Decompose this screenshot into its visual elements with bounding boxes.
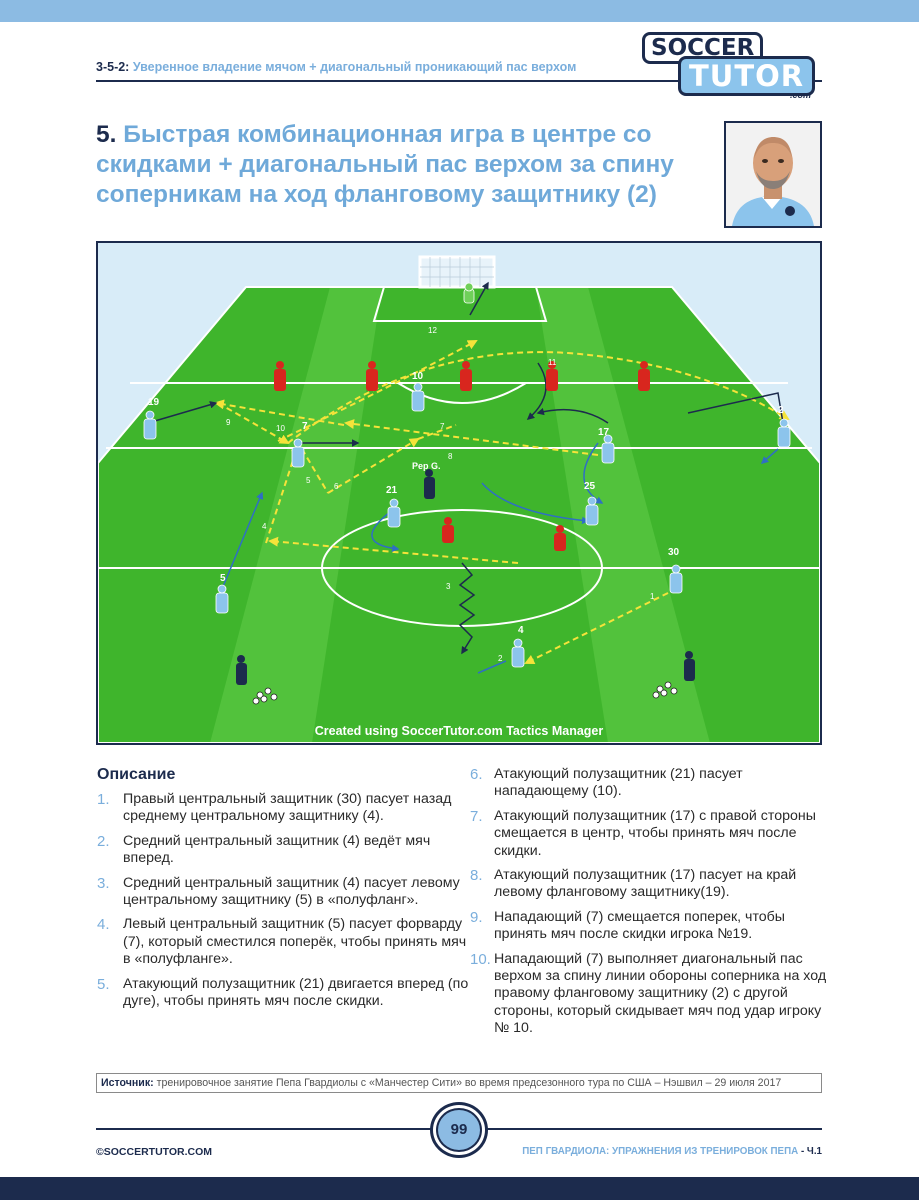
pass-label-4: 4: [262, 522, 267, 531]
opponent-players: [274, 361, 650, 551]
player-label-5: 5: [220, 573, 226, 584]
bottom-color-band: [0, 1177, 919, 1200]
coaches: [236, 469, 695, 685]
pitch-surface: [98, 287, 820, 743]
step-number: 8.: [470, 867, 483, 885]
coach-photo: [724, 121, 822, 228]
player-label-10: 10: [412, 371, 424, 382]
player-label-4: 4: [518, 625, 524, 636]
pass-label-12: 12: [428, 326, 437, 335]
step-text: Атакующий полузащитник (17) пасует на кр…: [494, 867, 797, 901]
step-number: 6.: [470, 766, 483, 783]
soccertutor-logo: SOCCER TUTOR .com: [640, 30, 825, 100]
pass-label-9: 9: [226, 418, 231, 427]
step-item: 1. Правый центральный защитник (30) пасуе…: [97, 791, 472, 826]
source-box: Источник: тренировочное занятие Пепа Гва…: [96, 1073, 822, 1093]
exercise-number: 5.: [96, 121, 117, 148]
header-divider: [96, 80, 822, 82]
source-label: Источник:: [101, 1077, 154, 1089]
step-text: Средний центральный защитник (4) пасует …: [123, 874, 460, 909]
logo-suffix: .com: [790, 90, 812, 100]
section-code: 3-5-2:: [96, 60, 130, 74]
source-text: тренировочное занятие Пепа Гвардиолы с «…: [156, 1077, 782, 1089]
home-players: [143, 282, 791, 668]
dribble-path: [458, 562, 476, 655]
pass-label-11: 11: [548, 358, 557, 367]
logo-word-tutor: TUTOR: [678, 56, 816, 96]
player-label-30: 30: [668, 547, 680, 558]
player-label-25: 25: [584, 481, 596, 492]
step-item: 4. Левый центральный защитник (5) пасует …: [97, 916, 472, 968]
tactics-diagram: 19 7 10 17 2 21 25 30 5 4 1 2 3 4 5 6 7 …: [96, 241, 822, 745]
pass-label-1: 1: [650, 592, 655, 601]
section-subtitle: Уверенное владение мячом + диагональный …: [132, 60, 577, 74]
step-item: 6. Атакующий полузащитник (21) пасует нап…: [470, 766, 830, 801]
step-text: Атакующий полузащитник (21) двигается вп…: [123, 975, 469, 1010]
footer-copyright: ©SOCCERTUTOR.COM: [96, 1146, 213, 1158]
player-label-21: 21: [386, 485, 398, 496]
pass-label-5: 5: [306, 476, 311, 485]
player-label-7: 7: [302, 421, 308, 432]
step-text: Атакующий полузащитник (21) пасует напад…: [494, 766, 743, 800]
footer-book-title: ПЕП ГВАРДИОЛА: УПРАЖНЕНИЯ ИЗ ТРЕНИРОВОК …: [522, 1146, 822, 1157]
page-title: 5. Быстрая комбинационная игра в центре …: [96, 120, 716, 210]
section-header: 3-5-2: Уверенное владение мячом + диагон…: [96, 60, 576, 74]
pass-label-2: 2: [498, 654, 503, 663]
step-text: Нападающий (7) смещается поперек, чтобы …: [494, 908, 786, 943]
half-space-left: [210, 287, 382, 743]
pass-label-10: 10: [276, 424, 285, 433]
player-label-19: 19: [148, 397, 160, 408]
coach-portrait-image: [726, 123, 820, 226]
step-item: 5. Атакующий полузащитник (21) двигается …: [97, 976, 472, 1011]
steps-list-left: 1. Правый центральный защитник (30) пасуе…: [97, 791, 472, 1017]
steps-list-right: 6. Атакующий полузащитник (21) пасует нап…: [470, 766, 830, 1045]
pass-number-labels: 1 2 3 4 5 6 7 8 9 10 11 12: [226, 326, 655, 663]
step-number: 7.: [470, 807, 483, 825]
goal: [418, 255, 496, 289]
player-label-2: 2: [778, 405, 784, 416]
step-number: 3.: [97, 874, 110, 892]
page-number: 99: [436, 1108, 482, 1152]
footer-chapter: - Ч.1: [800, 1146, 822, 1157]
half-space-right: [536, 287, 710, 743]
step-number: 2.: [97, 832, 110, 850]
coach-label: Pep G.: [412, 461, 441, 471]
step-item: 3. Средний центральный защитник (4) пасуе…: [97, 875, 472, 910]
pass-label-3: 3: [446, 582, 451, 591]
page-number-badge: 99: [430, 1102, 488, 1158]
step-text: Левый центральный защитник (5) пасует фо…: [123, 916, 467, 968]
step-text: Атакующий полузащитник (17) с правой сто…: [494, 807, 816, 859]
step-text: Правый центральный защитник (30) пасует …: [123, 791, 452, 825]
footer-book-name: ПЕП ГВАРДИОЛА: УПРАЖНЕНИЯ ИЗ ТРЕНИРОВОК …: [522, 1146, 799, 1157]
step-number: 1.: [97, 791, 110, 808]
top-color-band: [0, 0, 919, 22]
player-number-labels: 19 7 10 17 2 21 25 30 5 4: [148, 371, 784, 636]
diagram-credit: Created using SoccerTutor.com Tactics Ma…: [315, 724, 604, 738]
ball-piles: [252, 681, 678, 705]
step-item: 10.Нападающий (7) выполняет диагональный…: [470, 951, 830, 1038]
support-runs: [221, 442, 779, 674]
player-label-17: 17: [598, 427, 610, 438]
player-runs: [147, 281, 787, 447]
step-number: 9.: [470, 908, 483, 926]
pass-label-8: 8: [448, 452, 453, 461]
step-text: Нападающий (7) выполняет диагональный па…: [494, 950, 827, 1037]
step-number: 5.: [97, 975, 110, 993]
step-item: 9. Нападающий (7) смещается поперек, чтоб…: [470, 909, 830, 944]
description-heading: Описание: [97, 766, 176, 783]
exercise-title: Быстрая комбинационная игра в центре со …: [96, 121, 674, 208]
step-item: 7. Атакующий полузащитник (17) с правой с…: [470, 808, 830, 860]
step-item: 2. Средний центральный защитник (4) ведёт…: [97, 833, 472, 868]
pass-label-7: 7: [440, 422, 445, 431]
pass-label-6: 6: [334, 482, 339, 491]
step-number: 10.: [470, 950, 491, 968]
pitch-svg: 19 7 10 17 2 21 25 30 5 4 1 2 3 4 5 6 7 …: [98, 255, 820, 743]
step-text: Средний центральный защитник (4) ведёт м…: [123, 832, 431, 867]
step-item: 8. Атакующий полузащитник (17) пасует на …: [470, 867, 830, 902]
step-number: 4.: [97, 916, 110, 934]
